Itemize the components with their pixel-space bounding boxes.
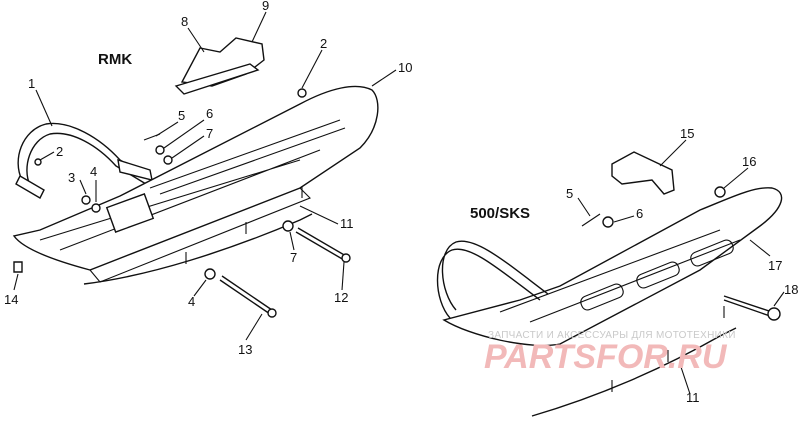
rmk-ski-loop-end (15, 175, 45, 199)
sks-bolt-18-head (767, 307, 781, 321)
callout-5a: 5 (178, 108, 185, 123)
rmk-section-label: RMK (98, 51, 132, 68)
rmk-ski-body (12, 85, 379, 271)
callout-3: 3 (68, 170, 75, 185)
rmk-bolt-14 (13, 261, 23, 273)
callout-2b: 2 (56, 144, 63, 159)
callout-8: 8 (181, 14, 188, 29)
sks-ski-body (442, 187, 783, 347)
callout-1: 1 (28, 76, 35, 91)
watermark-tagline: ЗАПЧАСТИ И АКСЕССУАРЫ ДЛЯ МОТОТЕХНИКИ (488, 330, 736, 341)
sks-cotter-pin-5 (581, 213, 601, 227)
callout-6a: 6 (206, 106, 213, 121)
rmk-bolt-12-head (341, 253, 351, 263)
sks-washer-6 (602, 216, 614, 228)
sks-cutout-1 (580, 283, 624, 311)
callout-10: 10 (398, 60, 412, 75)
callout-16: 16 (742, 154, 756, 169)
rmk-ski-keel (39, 149, 321, 283)
callout-4b: 4 (188, 294, 195, 309)
sks-nut-16 (714, 186, 726, 198)
sks-section-label: 500/SKS (470, 205, 530, 222)
rmk-bolt-13 (219, 275, 273, 315)
sks-ski-loop (436, 240, 549, 319)
rmk-washer-4b (204, 268, 216, 280)
callout-13: 13 (238, 342, 252, 357)
callout-17: 17 (768, 258, 782, 273)
rmk-ski-assembly (12, 37, 379, 318)
rmk-spacer-2 (34, 158, 42, 166)
sks-spindle-cover (611, 151, 675, 195)
rmk-bolt-13-head (267, 308, 277, 318)
rmk-nut-3 (81, 195, 91, 205)
callout-18: 18 (784, 282, 798, 297)
watermark: ЗАПЧАСТИ И АКСЕССУАРЫ ДЛЯ МОТОТЕХНИКИ PA… (484, 330, 736, 376)
rmk-washer-6 (155, 145, 165, 155)
sks-cutout-2 (636, 261, 680, 289)
callout-11b: 11 (686, 390, 700, 405)
callout-5b: 5 (566, 186, 573, 201)
sks-bolt-18 (723, 295, 773, 317)
callout-14: 14 (4, 292, 18, 307)
rmk-ski-loop (17, 122, 151, 186)
callout-7a: 7 (206, 126, 213, 141)
rmk-ski-top-rail (149, 119, 346, 195)
callout-11a: 11 (340, 216, 354, 231)
rmk-leader-lines (13, 11, 397, 341)
sks-cutout-3 (690, 239, 734, 267)
sks-leader-lines (577, 139, 785, 395)
callout-15: 15 (680, 126, 694, 141)
sks-ski-assembly (436, 151, 783, 417)
sks-callouts: 15 16 5 6 17 18 11 (566, 126, 798, 405)
watermark-brand: PARTSFOR.RU (484, 338, 728, 376)
rmk-washer-7b (282, 220, 294, 232)
callout-7b: 7 (290, 250, 297, 265)
rmk-bolt-12 (295, 227, 347, 261)
rmk-ski-saddle (105, 193, 155, 233)
sks-wear-bar (531, 327, 737, 417)
callout-12: 12 (334, 290, 348, 305)
rmk-nut-2 (297, 88, 307, 98)
callout-9: 9 (262, 0, 269, 13)
callout-2a: 2 (320, 36, 327, 51)
callout-4a: 4 (90, 164, 97, 179)
callout-6b: 6 (636, 206, 643, 221)
rmk-washer-4 (91, 203, 101, 213)
rmk-spindle-plate (174, 63, 260, 95)
rmk-washer-7 (163, 155, 173, 165)
rmk-callouts: 1 8 9 2 10 5 6 7 2 3 4 11 7 12 4 13 14 (4, 0, 412, 357)
